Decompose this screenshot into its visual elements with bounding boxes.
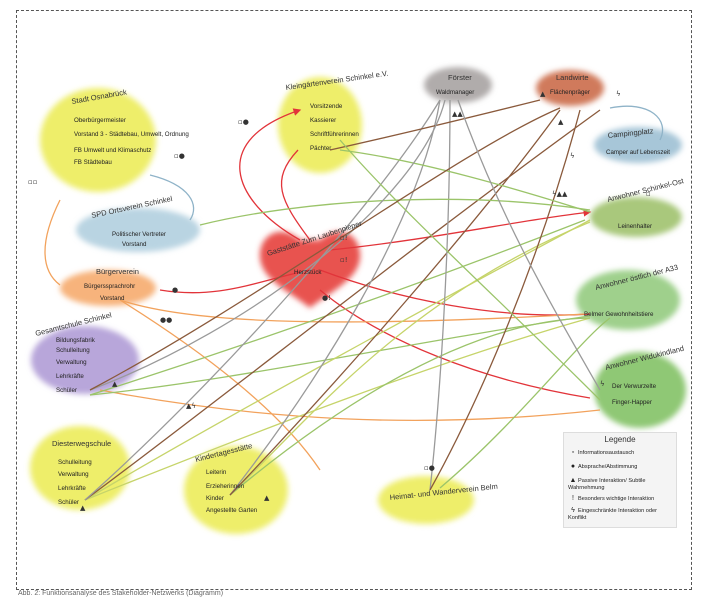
svg-text:▲▲: ▲▲: [452, 110, 463, 118]
spd-item-0: Politischer Vertreter: [112, 231, 166, 238]
svg-text:●: ●: [172, 286, 178, 294]
anwohner-ost-blob: [590, 197, 682, 237]
svg-text:ϟ: ϟ: [570, 152, 575, 160]
gesamtschule-item-3: Lehrkräfte: [56, 373, 84, 380]
stadt-item-2: FB Umwelt und Klimaschutz: [74, 147, 151, 154]
gesamtschule-blob: [31, 326, 139, 394]
svg-text:▫▫: ▫▫: [28, 178, 38, 186]
camping-blob: [594, 127, 682, 163]
legend-title: Legende: [604, 435, 636, 444]
agreement-icon: ●: [570, 463, 576, 470]
legend: Legende ▫Informationsaustausch ●Absprach…: [563, 432, 677, 528]
legend-label-3: Besonders wichtige Interaktion: [578, 496, 655, 502]
legend-label-4: Eingeschränkte Interaktion oder Konflikt: [568, 508, 657, 521]
anwohner-widu-item-0: Der Verwurzelte: [612, 383, 657, 390]
legend-entry-important: ! Besonders wichtige Interaktion: [568, 495, 672, 503]
connections: [44, 99, 664, 501]
landwirte-blob: [536, 70, 604, 106]
diesterweg-item-3: Schüler: [58, 499, 79, 506]
lightning-icon: ϟ: [571, 507, 575, 514]
anwohner-widu-blob: [594, 352, 686, 428]
svg-text:●!: ●!: [322, 294, 331, 302]
diesterweg-item-0: Schulleitung: [58, 459, 92, 466]
kleingarten-blob: [278, 77, 362, 173]
svg-text:▲: ▲: [80, 504, 86, 512]
foerster-blob: [424, 67, 492, 103]
svg-text:▫●: ▫●: [238, 118, 249, 126]
foerster-item-0: Waldmanager: [436, 89, 474, 96]
legend-entry-agreement: ●Absprache/Abstimmung: [568, 463, 672, 471]
anwohner-a33-item-0: Belmer Gewohnheitstiere: [584, 311, 654, 318]
kleingarten-item-3: Pächter: [310, 145, 331, 152]
figure-caption: Abb. 2: Funktionsanalyse des Stakeholder…: [18, 590, 224, 597]
diesterweg-blob: [30, 426, 130, 510]
kita-item-1: Erzieherinnen: [206, 483, 245, 490]
exclamation-icon: !: [572, 495, 574, 502]
information-icon: ▫: [571, 449, 575, 456]
gaststaette-item-0: Herzstück: [294, 269, 322, 276]
legend-label-0: Informationsaustausch: [578, 450, 635, 456]
anwohner-widu-item-1: Finger-Happer: [612, 399, 652, 406]
stadt-item-1: Vorstand 3 - Städtebau, Umwelt, Ordnung: [74, 131, 189, 138]
svg-text:▫: ▫: [646, 190, 651, 198]
svg-text:ϟ▲▲: ϟ▲▲: [552, 190, 568, 198]
anwohner-a33-blob: [576, 270, 680, 330]
anwohner-ost-item-0: Leinenhalter: [618, 223, 652, 230]
gesamtschule-item-1: Schulleitung: [56, 347, 90, 354]
node-blobs: [30, 67, 686, 534]
stadt-item-0: Oberbürgermeister: [74, 117, 126, 124]
landwirte-item-0: Flächenpräger: [550, 89, 590, 96]
svg-text:▲: ▲: [112, 380, 118, 388]
kleingarten-item-0: Vorsitzende: [310, 103, 343, 110]
kleingarten-item-2: Schriftführerinnen: [310, 131, 359, 138]
svg-text:▲: ▲: [558, 118, 564, 126]
kita-item-0: Leiterin: [206, 469, 227, 476]
svg-text:▲: ▲: [264, 494, 270, 502]
buergerverein-item-0: Bürgerssprachrohr: [84, 283, 135, 290]
spd-item-1: Vorstand: [122, 241, 147, 248]
legend-label-1: Absprache/Abstimmung: [578, 464, 638, 470]
buergerverein-item-1: Vorstand: [100, 295, 125, 302]
svg-text:●●: ●●: [160, 316, 172, 324]
diesterweg-item-1: Verwaltung: [58, 471, 89, 478]
diesterweg-title: Diesterwegschule: [52, 439, 111, 448]
camping-item-0: Camper auf Lebenszeit: [606, 149, 670, 156]
gesamtschule-item-4: Schüler: [56, 387, 77, 394]
landwirte-title: Landwirte: [556, 73, 589, 82]
svg-text:▲: ▲: [540, 90, 546, 98]
legend-label-2: Passive Interaktion/ Subtile Wahrnehmung: [568, 478, 646, 491]
buergerverein-blob: [60, 270, 156, 306]
buergerverein-title: Bürgerverein: [96, 267, 139, 276]
annotations: ▫●▫●▫▫ ▲ϟ▲ ϟϟ▲▲▫ ▫!▫!●! ●●●▲ ▲ϟϟ▫● ▲▲▲▲: [28, 90, 651, 512]
foerster-title: Förster: [448, 73, 472, 82]
passive-icon: ▲: [569, 477, 577, 484]
gesamtschule-item-2: Verwaltung: [56, 359, 87, 366]
svg-text:ϟ: ϟ: [600, 380, 605, 388]
stadt-blob: [40, 88, 156, 192]
spd-blob: [76, 208, 200, 252]
kleingarten-item-1: Kassierer: [310, 117, 336, 124]
legend-entry-information: ▫Informationsaustausch: [568, 449, 672, 457]
legend-entry-passive: ▲Passive Interaktion/ Subtile Wahrnehmun…: [568, 477, 672, 492]
svg-text:▫●: ▫●: [424, 464, 435, 472]
svg-text:▲ϟ: ▲ϟ: [186, 402, 196, 410]
kita-item-2: Kinder: [206, 495, 224, 502]
wanderverein-blob: [378, 476, 474, 524]
svg-text:▫●: ▫●: [174, 152, 185, 160]
svg-text:▫!: ▫!: [340, 256, 348, 264]
kita-item-3: Angestellte Garten: [206, 507, 258, 514]
svg-text:▫!: ▫!: [340, 234, 348, 242]
gesamtschule-item-0: Bildungsfabrik: [56, 337, 96, 344]
diagram-frame: [16, 10, 692, 590]
diesterweg-item-2: Lehrkräfte: [58, 485, 86, 492]
stadt-item-3: FB Städtebau: [74, 159, 112, 166]
svg-text:ϟ: ϟ: [616, 90, 621, 98]
